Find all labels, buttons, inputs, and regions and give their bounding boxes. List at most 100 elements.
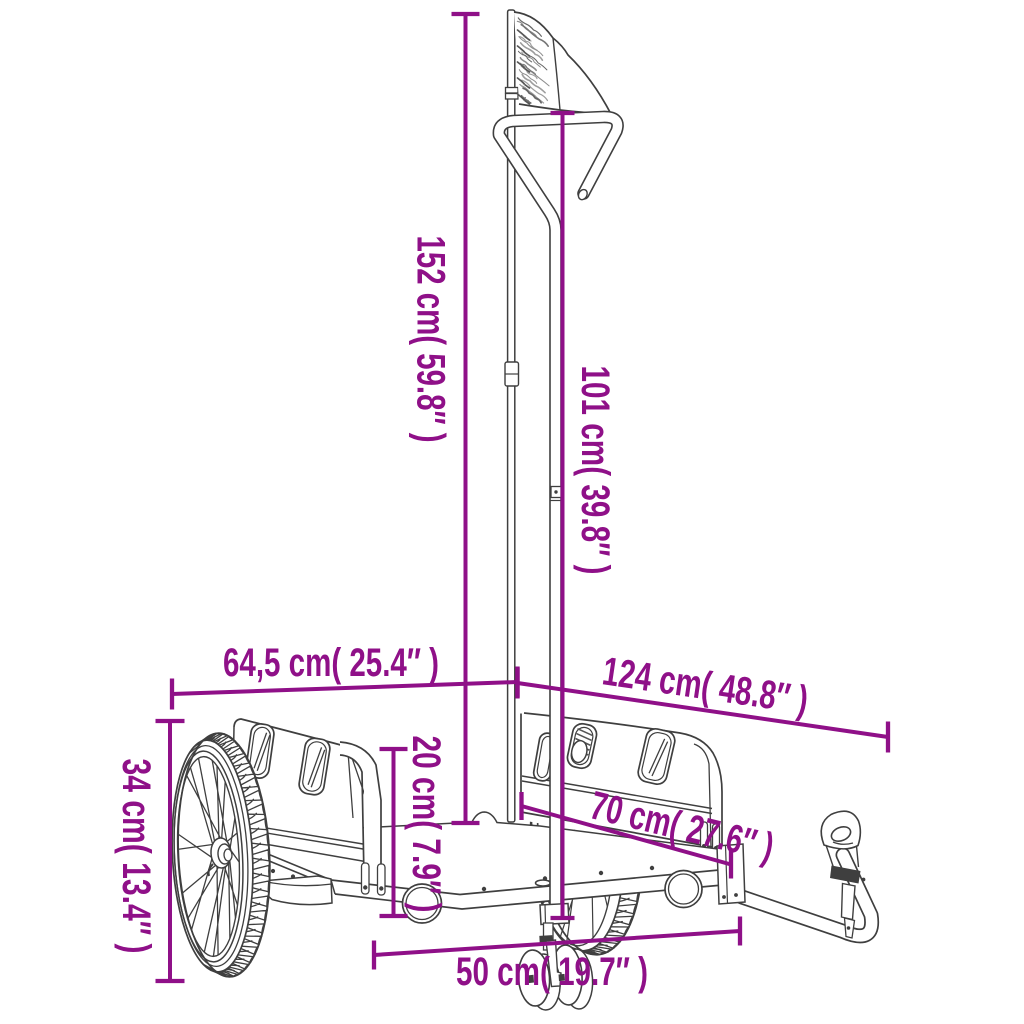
line-art-stroke	[598, 870, 604, 876]
dim-line-124cm	[517, 681, 889, 739]
line-art-stroke	[544, 904, 547, 925]
flag-hatching	[520, 23, 549, 47]
dim-label-34cm: 34 cm( 13.4″ )	[114, 759, 158, 954]
line-art-stroke	[270, 868, 276, 874]
flag	[513, 11, 612, 115]
flag-hatching	[516, 29, 531, 105]
trailer-illustration	[171, 9, 880, 1011]
caster-wheels	[517, 902, 594, 1011]
line-art-stroke	[736, 849, 878, 942]
line-art-stroke	[558, 973, 565, 982]
flag-pole	[504, 9, 520, 823]
dim-label-50cm: 50 cm( 19.7″ )	[456, 950, 648, 994]
dim-label-20cm: 20 cm( 7.9″ )	[404, 736, 448, 913]
line-art-stroke	[825, 844, 860, 868]
panel-clip	[699, 821, 721, 856]
spokes	[177, 758, 240, 957]
line-art-stroke	[649, 865, 655, 871]
line-art-stroke	[830, 826, 852, 842]
line-art-stroke	[832, 841, 854, 845]
line-art-stroke	[223, 848, 233, 862]
line-art-stroke	[552, 37, 561, 111]
flag-hatching	[519, 56, 537, 72]
panel-slot	[566, 722, 598, 770]
line-art-stroke	[302, 741, 327, 792]
line-art-stroke	[481, 886, 487, 892]
line-art-stroke	[693, 743, 712, 849]
line-art-stroke	[506, 9, 516, 823]
dim-50cm: 50 cm( 19.7″ )	[371, 916, 743, 994]
line-art-stroke	[534, 879, 552, 887]
line-art-stroke	[724, 845, 729, 904]
handlebar	[492, 110, 624, 913]
wheel-hub	[207, 837, 233, 877]
dim-line-50cm	[373, 929, 741, 957]
line-art-stroke	[527, 974, 534, 984]
tow-arm	[734, 847, 880, 944]
line-art-stroke	[360, 862, 370, 895]
line-art-stroke	[554, 490, 558, 494]
line-art-stroke	[576, 732, 592, 742]
left-wheel	[171, 732, 271, 978]
line-art-stroke	[545, 939, 562, 988]
line-art-stroke	[539, 902, 570, 926]
tire-treads	[188, 732, 271, 978]
panel-slot	[245, 723, 275, 779]
line-art-stroke	[846, 926, 851, 930]
bed-knob	[401, 869, 703, 924]
line-art-stroke	[840, 882, 856, 921]
line-art-stroke	[667, 873, 700, 905]
line-art-stroke	[256, 734, 271, 772]
line-art-stroke	[577, 727, 593, 737]
flag-hatching	[517, 17, 542, 37]
dim-20cm: 20 cm( 7.9″ )	[379, 736, 448, 919]
line-art-stroke	[334, 882, 740, 910]
dim-label-64cm: 64,5 cm( 25.4″ )	[223, 641, 439, 685]
line-art-stroke	[523, 712, 723, 848]
dim-34cm: 34 cm( 13.4″ )	[114, 718, 185, 984]
line-art-stroke	[513, 11, 612, 115]
line-art-stroke	[261, 875, 333, 906]
line-art-stroke	[641, 731, 672, 782]
dim-152cm: 152 cm( 59.8″ )	[409, 11, 480, 826]
panel-slot	[298, 737, 331, 796]
dim-64cm: 64,5 cm( 25.4″ )	[169, 641, 520, 710]
line-art-stroke	[504, 86, 519, 94]
line-art-stroke	[173, 750, 244, 963]
dim-line-64cm	[171, 680, 518, 696]
line-art-stroke	[379, 886, 384, 891]
panel-slot	[637, 727, 676, 786]
line-art-stroke	[861, 877, 866, 882]
line-art-stroke	[363, 885, 368, 890]
line-art-stroke	[339, 754, 365, 879]
dim-line-70cm	[520, 804, 732, 867]
flag-hatching	[522, 63, 537, 75]
line-art-stroke	[405, 886, 439, 921]
line-art-stroke	[504, 92, 519, 100]
line-art-stroke	[570, 739, 588, 764]
line-art-stroke	[337, 811, 719, 850]
line-art-stroke	[734, 893, 738, 897]
dim-101cm: 101 cm( 39.8″ )	[550, 110, 617, 921]
line-art-stroke	[664, 869, 703, 909]
line-art-stroke	[651, 741, 669, 777]
line-art-stroke	[570, 726, 594, 766]
flag-hatching	[518, 36, 550, 87]
dim-label-101cm: 101 cm( 39.8″ )	[573, 366, 617, 575]
line-art-stroke	[340, 742, 381, 878]
hitch-coupler	[820, 810, 862, 939]
line-art-stroke	[307, 747, 323, 785]
dim-label-152cm: 152 cm( 59.8″ )	[409, 236, 453, 443]
line-art-stroke	[648, 738, 666, 774]
line-art-stroke	[253, 732, 268, 769]
line-art-stroke	[830, 865, 861, 884]
line-art-stroke	[517, 949, 551, 1007]
line-art-stroke	[577, 188, 588, 201]
line-art-stroke	[376, 863, 386, 896]
line-art-stroke	[207, 863, 214, 877]
line-art-stroke	[310, 749, 326, 788]
left-receiver-tray	[261, 875, 333, 906]
line-art-stroke	[494, 112, 623, 911]
line-art-stroke	[722, 895, 726, 899]
